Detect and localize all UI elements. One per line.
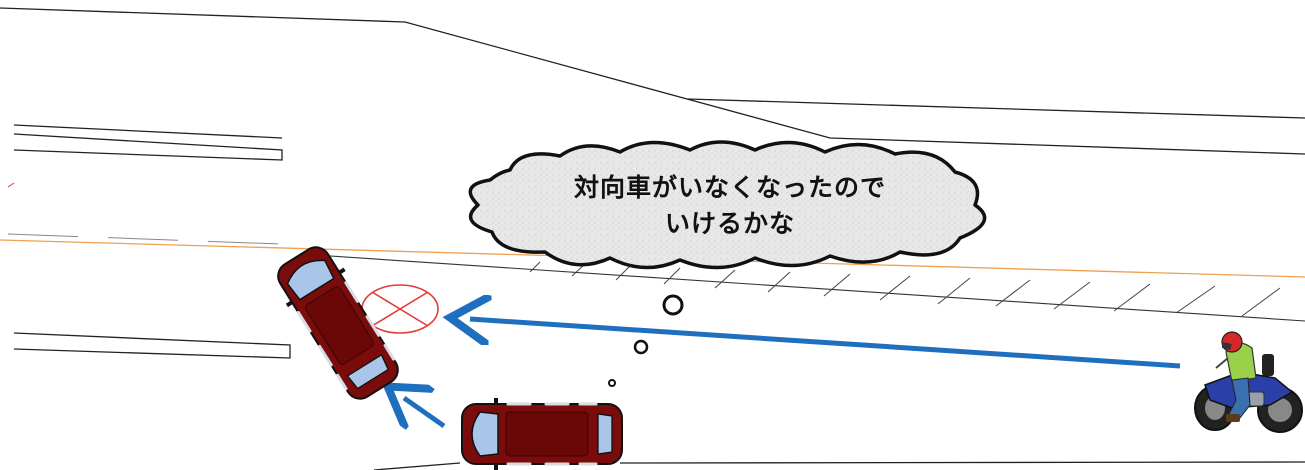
thought-line-1: 対向車がいなくなったので: [573, 173, 886, 202]
thought-bubble: [468, 140, 987, 270]
thought-line-2: いけるかな: [664, 209, 795, 238]
thought-dots: [608, 294, 684, 387]
thought-bubble-text: 対向車がいなくなったので いけるかな: [500, 170, 960, 242]
motorcycle-path-arrow: [470, 319, 1181, 369]
oncoming-motorcycle: [1194, 331, 1303, 433]
road-outlines: [0, 7, 1305, 470]
turning-car: [277, 246, 399, 400]
waiting-car: [461, 398, 623, 470]
car-turn-arrow: [404, 398, 446, 426]
